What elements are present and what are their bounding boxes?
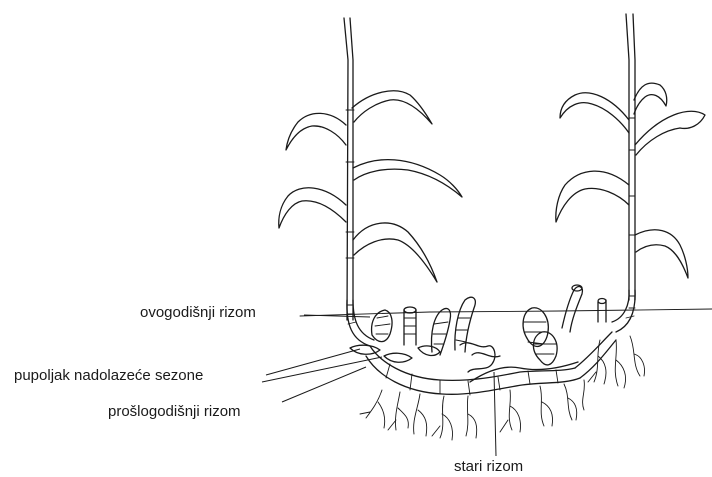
- label-next-season-bud: pupoljak nadolazeće sezone: [14, 367, 203, 385]
- label-this-year-rhizome: ovogodišnji rizom: [140, 304, 256, 322]
- left-plant-shoot: [279, 18, 462, 346]
- leader-old-rhizome: [494, 372, 496, 456]
- ground-line: [300, 309, 712, 316]
- rhizome-system: [350, 285, 616, 395]
- leader-last-year-rhizome-2: [282, 367, 366, 402]
- label-old-rhizome: stari rizom: [454, 458, 523, 476]
- leader-last-year-rhizome-1: [262, 357, 382, 382]
- label-last-year-rhizome: prošlogodišnji rizom: [108, 403, 241, 421]
- right-plant-shoot: [556, 14, 705, 332]
